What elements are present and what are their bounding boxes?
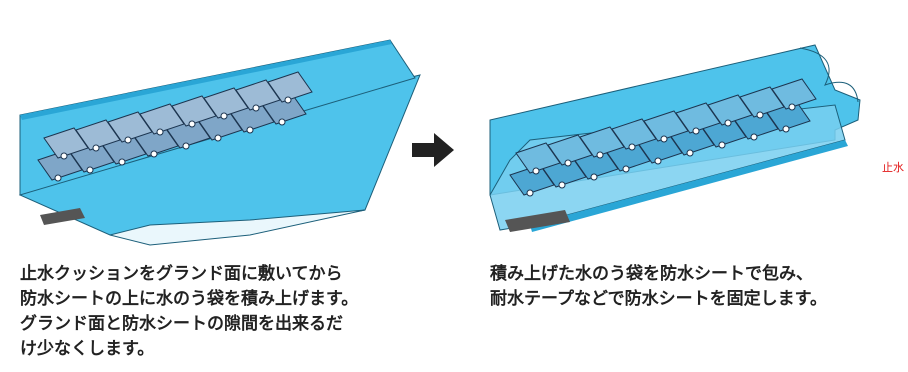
sandbag-tie [532, 167, 540, 175]
caption-right: 積み上げた水のう袋を防水シートで包み、 耐水テープなどで防水シートを固定します。 [490, 264, 827, 309]
sandbag-tie [654, 157, 662, 165]
cushion-tape [40, 208, 85, 225]
sandbag-tie [284, 96, 292, 104]
sandbag-tie [558, 181, 566, 189]
sandbag-tie [188, 120, 196, 128]
sandbag-tie [214, 134, 222, 142]
sandbag-tie [60, 152, 68, 160]
sandbag-tie [628, 143, 636, 151]
sandbag-tie [596, 151, 604, 159]
wrapped-sandbag-stack [509, 78, 817, 197]
sandbag-tie [92, 144, 100, 152]
sandbag-tie [788, 103, 796, 111]
sandbag-tie [118, 158, 126, 166]
sandbag-tie [724, 119, 732, 127]
sandbag-wrapped-illustration [489, 44, 861, 232]
sandbag-stack [37, 71, 313, 182]
sandbag-tie [86, 166, 94, 174]
sandbag-tie [756, 111, 764, 119]
cut-off-label: 止水 [882, 161, 904, 174]
wrap-tape [505, 210, 570, 232]
sandbag-tie [590, 173, 598, 181]
sandbag-tie [692, 127, 700, 135]
sandbag-tie [718, 141, 726, 149]
sandbag-tie [54, 174, 62, 182]
sandbag-tie [564, 159, 572, 167]
sandbag-tie [182, 142, 190, 150]
caption-left: 止水クッションをグランド面に敷いてから 防水シートの上に水のう袋を積み上げます。… [20, 264, 359, 359]
sandbag-tie [246, 126, 254, 134]
arrow-icon [412, 133, 454, 167]
sandbag-tie [220, 112, 228, 120]
sandbag-tie [660, 135, 668, 143]
sandbag-before-illustration [18, 39, 421, 246]
sandbag-tie [156, 128, 164, 136]
sandbag [771, 78, 817, 110]
sheet-fold [109, 209, 366, 246]
sandbag-tie [124, 136, 132, 144]
sandbag-tie [686, 149, 694, 157]
sandbag [267, 71, 313, 103]
sandbag-tie [252, 104, 260, 112]
sandbag-tie [150, 150, 158, 158]
sandbag-tie [622, 165, 630, 173]
sandbag-tie [782, 125, 790, 133]
sandbag-tie [526, 189, 534, 197]
sandbag-tie [278, 118, 286, 126]
sandbag-tie [750, 133, 758, 141]
